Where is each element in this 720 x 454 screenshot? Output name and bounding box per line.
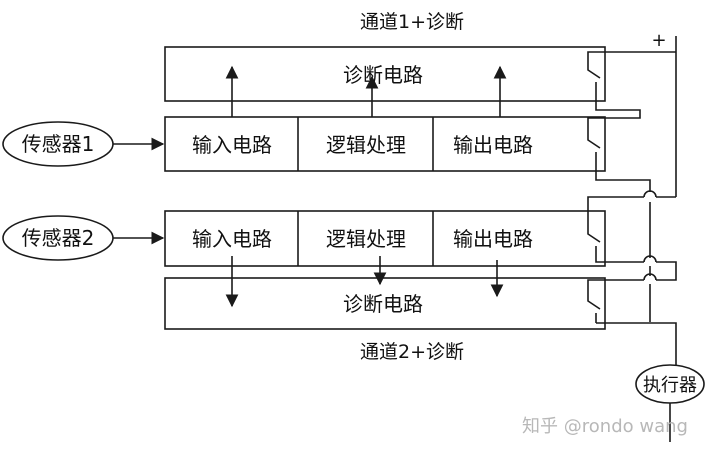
switch-contact-1 [587,58,601,92]
channel1-diagnostic-label: 诊断电路 [343,63,423,87]
switch-contact-3 [587,222,601,256]
sensor1-label: 传感器1 [22,132,95,156]
channel1-main-box [164,116,606,172]
channel2-logic-label: 逻辑处理 [326,227,406,251]
channel2-main-box [164,210,606,267]
switch-contact-2 [587,128,601,162]
sensor2-label: 传感器2 [22,226,95,250]
channel1-diagnostic-box [164,46,606,102]
wiring-network [587,51,677,366]
channel2-output-label: 输出电路 [453,227,533,251]
channel2-title: 通道2+诊断 [360,341,464,363]
channel1-logic-label: 逻辑处理 [326,133,406,157]
channel2-diagnostic-label: 诊断电路 [343,292,423,316]
watermark: 知乎 @rondo wang [522,416,688,437]
actuator-label: 执行器 [643,375,697,396]
channel1-output-label: 输出电路 [453,133,533,157]
plus-sign: + [651,30,666,51]
channel1-input-label: 输入电路 [192,133,272,157]
switch-contact-4 [587,289,601,323]
channel1-title: 通道1+诊断 [360,11,464,33]
channel2-input-label: 输入电路 [192,227,272,251]
